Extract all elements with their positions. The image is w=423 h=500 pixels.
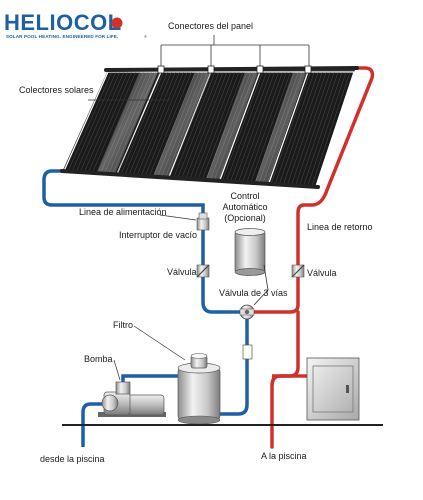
- collector-tube-line: [311, 71, 351, 186]
- collector-tube-line: [197, 71, 240, 180]
- collector-tube-line: [96, 71, 140, 174]
- panel-connector: [157, 65, 165, 74]
- collector-tube-line: [275, 71, 315, 184]
- pump-unit: [98, 381, 166, 417]
- to-pool-label: A la piscina: [261, 451, 307, 461]
- collector-tube-line: [283, 71, 323, 185]
- collector-tube-line: [145, 71, 188, 176]
- auto-control-label-2: Automático: [222, 202, 267, 212]
- supply-down-pipe: [201, 230, 242, 314]
- collector-tube-line: [80, 71, 125, 173]
- collector-tube-line: [88, 71, 132, 173]
- from-pool-label: desde la piscina: [40, 454, 105, 464]
- logo-wordmark: HELIOCOL: [4, 10, 122, 35]
- collector-tube-line: [124, 71, 168, 175]
- bottom-header-pipe: [60, 169, 320, 189]
- collector-tube-line: [238, 71, 279, 182]
- collector-tube-line: [193, 71, 236, 179]
- return-line-pipe: [250, 66, 375, 314]
- collector-tube-line: [116, 71, 160, 175]
- collector-tube-line: [185, 71, 228, 179]
- panel-connector: [207, 65, 215, 74]
- filter-outlet-pipe: [220, 316, 249, 416]
- collector-tube-line: [295, 71, 335, 185]
- three-way-valve-icon: [239, 304, 255, 320]
- collector-tube-line: [173, 71, 216, 178]
- collector-tube-line: [222, 71, 263, 181]
- collector-tube-line: [177, 71, 220, 178]
- collector-tube-line: [226, 71, 267, 181]
- filter-leader: [133, 325, 186, 361]
- collector-tube-line: [271, 71, 311, 184]
- logo-sun-icon: [111, 17, 123, 29]
- valve-right-icon: [291, 264, 305, 278]
- heater-box: [306, 357, 360, 421]
- collector-tube-line: [246, 71, 287, 182]
- heliocol-logo: HELIOCOL SOLAR POOL HEATING. ENGINEERED …: [4, 10, 147, 39]
- vacuum-breaker: [196, 212, 210, 231]
- collector-tube-line: [181, 71, 224, 179]
- collector-tube-line: [141, 71, 184, 176]
- collector-tube-line: [132, 71, 176, 176]
- collector-tube-line: [202, 71, 244, 180]
- collector-tube-line: [287, 71, 327, 185]
- collector-tube-line: [92, 71, 136, 173]
- collector-tube-line: [291, 71, 331, 185]
- collector-tube-line: [189, 71, 232, 179]
- collector-tube-line: [250, 71, 291, 183]
- pump-label: Bomba: [84, 354, 113, 364]
- collector-tube-line: [303, 71, 343, 186]
- collector-tube-line: [84, 71, 129, 173]
- top-header-pipe: [104, 66, 359, 72]
- collector-tube-line: [120, 71, 164, 175]
- collector-tube-line: [128, 71, 172, 175]
- collector-tube-line: [279, 71, 319, 184]
- return-line-label: Linea de retorno: [307, 222, 373, 232]
- check-valve: [242, 344, 253, 360]
- logo-trademark: ®: [144, 34, 147, 39]
- collector-tube-line: [76, 71, 121, 172]
- auto-control-label-3: (Opcional): [224, 213, 266, 223]
- pump-leader: [113, 359, 121, 381]
- valve-left-icon: [196, 264, 210, 278]
- panel-connector: [256, 65, 264, 74]
- solar-collectors-label: Colectores solares: [19, 85, 94, 95]
- feed-line-pipe: [42, 169, 205, 224]
- panel-connectors-label: Conectores del panel: [168, 21, 253, 31]
- from-pool-pipe: [81, 402, 102, 447]
- valve-left-label: Válvula: [167, 267, 197, 277]
- logo-tagline: SOLAR POOL HEATING. ENGINEERED FOR LIFE.: [6, 34, 118, 39]
- vacuum-breaker-label: Interruptor de vacío: [119, 230, 197, 240]
- collector-tube-line: [299, 71, 339, 186]
- collector-tube-line: [136, 71, 180, 176]
- control-wire: [253, 264, 269, 306]
- three-way-valve-label: Válvula de 3 vías: [219, 288, 288, 298]
- feed-line-label: Linea de alimentación: [79, 207, 167, 217]
- solar-collectors: [60, 65, 359, 189]
- collector-tube-line: [234, 71, 275, 182]
- panel-connectors-bracket: [160, 35, 310, 66]
- to-pool-pipe: [270, 310, 300, 449]
- panel-connector: [304, 65, 312, 74]
- collector-tube-line: [71, 71, 117, 172]
- collector-tube-line: [230, 71, 271, 181]
- collector-tube-line: [67, 71, 113, 172]
- filter-unit: [177, 353, 221, 425]
- auto-control-label-1: Control: [230, 191, 259, 201]
- valve-right-label: Válvula: [307, 268, 337, 278]
- filter-label: Filtro: [113, 320, 133, 330]
- collector-tube-line: [169, 71, 212, 178]
- collector-tube-line: [149, 71, 192, 177]
- pump-to-filter-pipe: [121, 374, 180, 382]
- feed-line-leader: [159, 214, 197, 221]
- automatic-control-unit: [234, 228, 266, 276]
- collector-tube-line: [242, 71, 283, 182]
- collector-tube-line: [307, 71, 347, 186]
